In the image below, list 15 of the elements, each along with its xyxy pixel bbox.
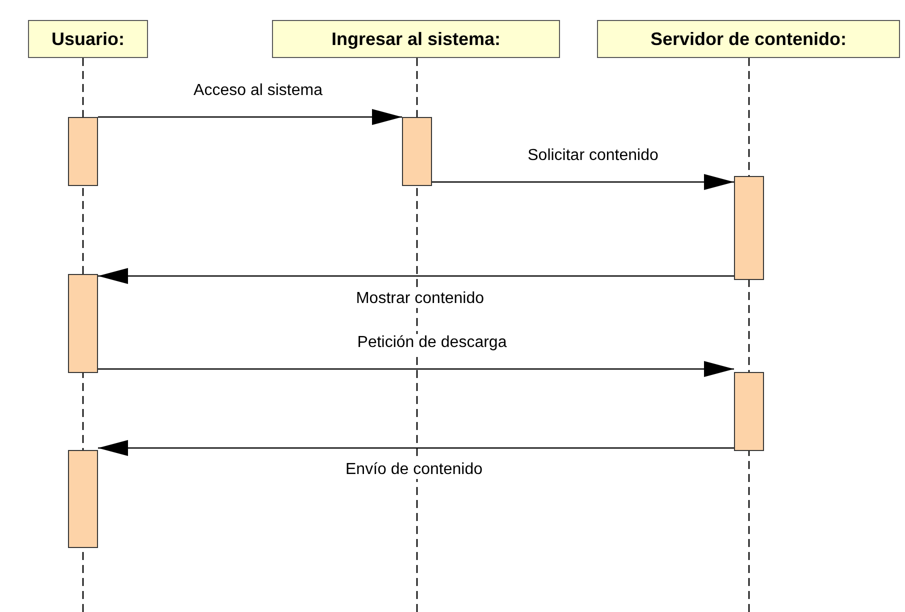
activation-bar (734, 176, 764, 280)
message-label: Envío de contenido (344, 461, 484, 479)
lifeline-header: Ingresar al sistema: (272, 20, 560, 58)
activation-bar (68, 274, 98, 373)
message-arrow (98, 361, 734, 377)
activation-bar (68, 450, 98, 548)
message-arrow (98, 440, 734, 456)
lifeline-header: Servidor de contenido: (597, 20, 900, 58)
message-arrow (98, 109, 402, 125)
activation-bar (68, 117, 98, 186)
message-arrow (98, 268, 734, 284)
message-arrow (432, 174, 734, 190)
lifeline-header: Usuario: (28, 20, 148, 58)
activation-bar (402, 117, 432, 186)
activation-bar (734, 372, 764, 451)
